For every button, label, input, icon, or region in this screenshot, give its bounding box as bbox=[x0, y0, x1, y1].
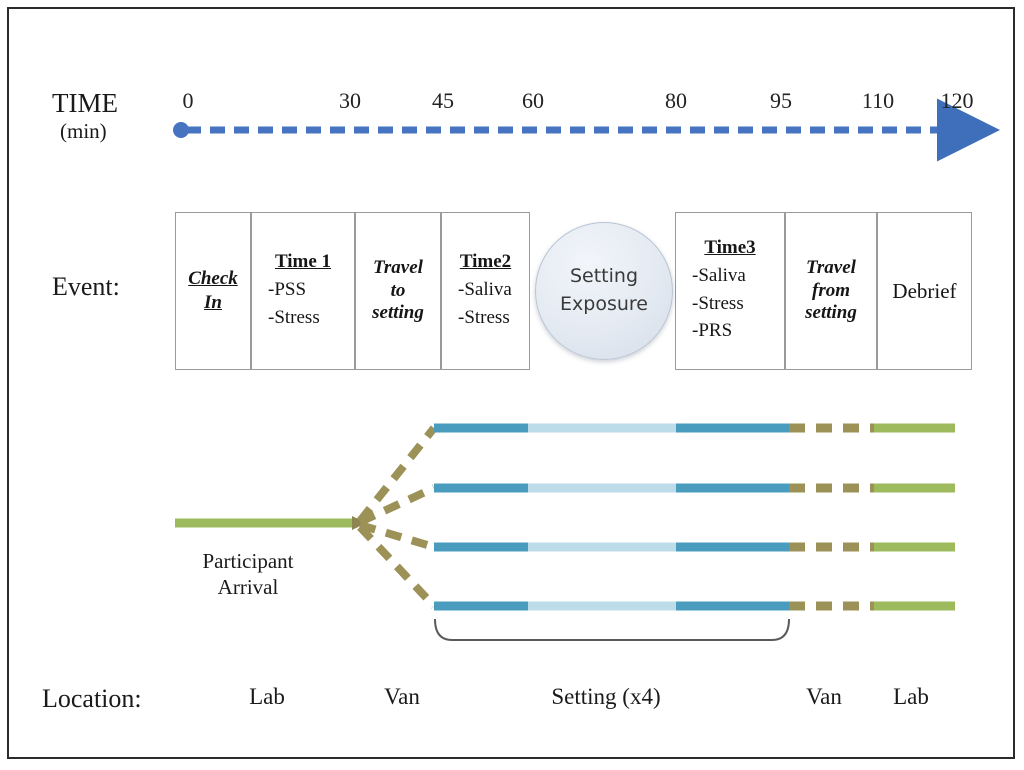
location-item-van-return: Van bbox=[806, 684, 842, 709]
event-cell-time3-item-0: -Saliva bbox=[692, 265, 746, 287]
event-cell-time1-title: Time 1 bbox=[274, 250, 332, 272]
setting-exposure-node[interactable]: Setting Exposure bbox=[535, 222, 673, 360]
event-cell-time1[interactable]: Time 1 -PSS -Stress bbox=[251, 212, 355, 370]
location-item-lab-start: Lab bbox=[249, 684, 285, 709]
event-left-group: Check In Time 1 -PSS -Stress Travel to s… bbox=[175, 212, 530, 370]
time-axis-label-unit: (min) bbox=[60, 119, 107, 144]
event-cell-check-in-line2: In bbox=[204, 292, 222, 313]
time-tick-120: 120 bbox=[940, 88, 974, 113]
event-row-label: Event: bbox=[52, 272, 120, 301]
event-cell-time3-item-2: -PRS bbox=[692, 320, 733, 342]
participant-arrival-line1: Participant bbox=[202, 549, 294, 573]
event-right-group: Time3 -Saliva -Stress -PRS Travel from s… bbox=[675, 212, 972, 370]
event-cell-travel-to-setting[interactable]: Travel to setting bbox=[355, 212, 441, 370]
event-cell-time3-title: Time3 bbox=[704, 237, 756, 259]
event-cell-time2[interactable]: Time2 -Saliva -Stress bbox=[441, 212, 530, 370]
time-tick-110: 110 bbox=[861, 88, 895, 113]
event-cell-travel-from-line3: setting bbox=[805, 302, 857, 324]
event-cell-time1-item-0: -PSS bbox=[268, 278, 307, 300]
time-tick-45: 45 bbox=[432, 88, 454, 113]
event-cell-travel-from-line1: Travel bbox=[806, 256, 856, 278]
event-cell-time2-item-1: -Stress bbox=[458, 306, 510, 328]
event-cell-travel-from-line2: from bbox=[812, 279, 850, 301]
location-item-lab-end: Lab bbox=[893, 684, 929, 709]
setting-exposure-line1: Setting bbox=[569, 265, 639, 288]
time-tick-60: 60 bbox=[522, 88, 544, 113]
event-cell-travel-to-line1: Travel bbox=[373, 256, 423, 278]
event-cell-check-in[interactable]: Check In bbox=[175, 212, 251, 370]
setting-exposure-line2: Exposure bbox=[560, 293, 648, 315]
time-tick-95: 95 bbox=[770, 88, 792, 113]
participant-arrival-caption: Participant Arrival bbox=[148, 548, 348, 601]
time-axis-label-main: TIME bbox=[52, 88, 118, 118]
event-cell-travel-from-setting[interactable]: Travel from setting bbox=[785, 212, 877, 370]
participant-arrival-line2: Arrival bbox=[217, 575, 279, 600]
event-cell-debrief[interactable]: Debrief bbox=[877, 212, 972, 370]
event-cell-travel-to-line3: setting bbox=[372, 302, 424, 324]
event-cell-check-in-line1: Check bbox=[188, 268, 238, 290]
event-cell-time2-item-0: -Saliva bbox=[458, 278, 512, 300]
event-cell-time1-item-1: -Stress bbox=[268, 306, 320, 328]
location-row-label: Location: bbox=[42, 684, 142, 713]
event-cell-debrief-label: Debrief bbox=[892, 278, 957, 303]
time-tick-30: 30 bbox=[339, 88, 361, 113]
time-tick-80: 80 bbox=[665, 88, 687, 113]
location-item-setting: Setting (x4) bbox=[551, 684, 661, 709]
location-item-van-out: Van bbox=[384, 684, 420, 709]
event-cell-time3[interactable]: Time3 -Saliva -Stress -PRS bbox=[675, 212, 785, 370]
time-axis-label: TIME (min) bbox=[52, 88, 172, 143]
event-cell-time3-item-1: -Stress bbox=[692, 292, 744, 314]
event-cell-travel-to-line2: to bbox=[390, 279, 406, 301]
time-tick-0: 0 bbox=[182, 88, 194, 113]
event-cell-time2-title: Time2 bbox=[459, 250, 512, 272]
